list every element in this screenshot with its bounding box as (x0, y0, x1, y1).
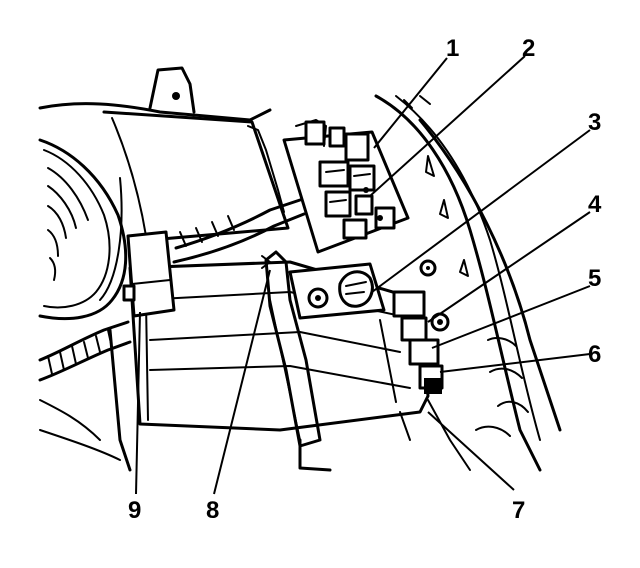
callout-6: 6 (588, 341, 601, 368)
callout-9: 9 (128, 497, 141, 524)
battery-hold-down (122, 230, 322, 448)
underhood-fuse-block (282, 119, 410, 254)
callout-1: 1 (446, 35, 459, 62)
relay-group (392, 259, 450, 394)
callout-3: 3 (588, 109, 601, 136)
fender-body (374, 94, 562, 472)
lower-frame (39, 328, 471, 472)
intake-tube (172, 198, 306, 264)
mounting-bracket (148, 66, 196, 114)
callout-labels: 1 2 3 4 5 6 7 8 9 (128, 35, 602, 524)
callout-2: 2 (522, 35, 535, 62)
wiring-harness (38, 320, 132, 441)
callout-4: 4 (588, 191, 602, 218)
leader-lines (135, 55, 591, 495)
battery (128, 260, 430, 441)
positive-terminal (288, 262, 386, 320)
callout-7: 7 (512, 497, 525, 524)
callout-8: 8 (206, 497, 219, 524)
callout-5: 5 (588, 265, 601, 292)
